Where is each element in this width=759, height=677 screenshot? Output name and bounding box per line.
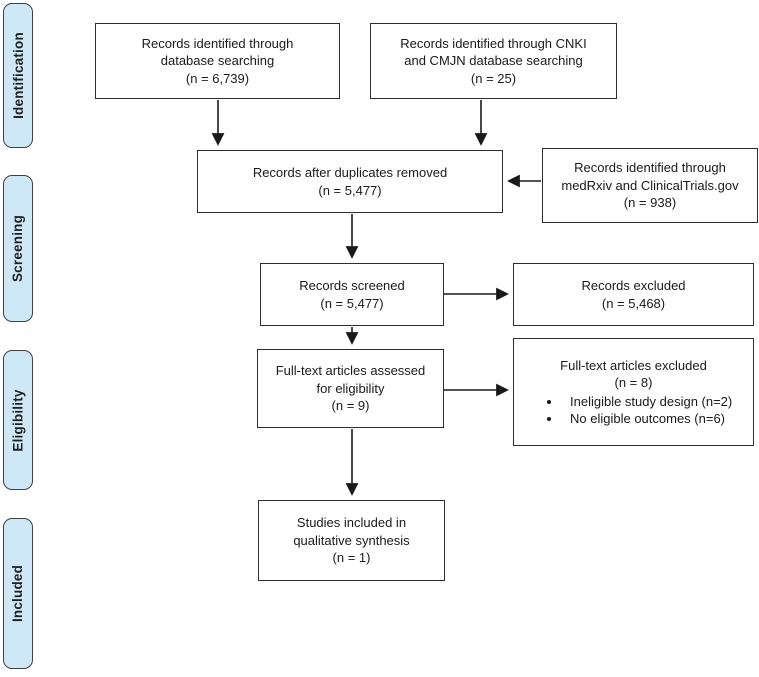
box-fulltext-assessed-text: Full-text articles assessed for eligibil… (275, 363, 426, 414)
fulltext-excluded-reason-outcomes: No eligible outcomes (n=6) (562, 410, 732, 427)
box-fulltext-assessed: Full-text articles assessed for eligibil… (257, 349, 444, 428)
stage-eligibility: Eligibility (3, 350, 33, 490)
box-records-identified-database-text: Records identified through database sear… (141, 35, 294, 86)
box-studies-included-text: Studies included in qualitative synthesi… (293, 515, 410, 566)
stage-identification: Identification (3, 3, 33, 148)
stage-included-label: Included (10, 564, 26, 623)
box-records-identified-medrxiv-text: Records identified through medRxiv and C… (561, 160, 739, 211)
box-fulltext-excluded: Full-text articles excluded (n = 8) Inel… (513, 338, 754, 446)
box-records-identified-cnki-cmjn: Records identified through CNKI and CMJN… (370, 23, 617, 99)
stage-included: Included (3, 518, 33, 669)
box-studies-included: Studies included in qualitative synthesi… (258, 500, 445, 581)
fulltext-excluded-reason-design: Ineligible study design (n=2) (562, 393, 732, 410)
box-fulltext-excluded-text: Full-text articles excluded (n = 8) (560, 357, 707, 391)
box-records-excluded: Records excluded (n = 5,468) (513, 263, 754, 326)
box-records-after-duplicates-text: Records after duplicates removed (n = 5,… (252, 165, 448, 198)
stage-identification-label: Identification (10, 32, 26, 119)
box-records-screened-text: Records screened (n = 5,477) (299, 278, 405, 311)
stage-screening-label: Screening (10, 214, 26, 283)
box-records-excluded-text: Records excluded (n = 5,468) (581, 278, 686, 311)
stage-eligibility-label: Eligibility (10, 388, 26, 452)
box-records-identified-cnki-cmjn-text: Records identified through CNKI and CMJN… (400, 35, 587, 86)
box-records-screened: Records screened (n = 5,477) (260, 263, 444, 326)
box-records-after-duplicates: Records after duplicates removed (n = 5,… (197, 150, 503, 213)
fulltext-excluded-reasons: Ineligible study design (n=2) No eligibl… (514, 393, 732, 428)
stage-screening: Screening (3, 175, 33, 322)
box-records-identified-database: Records identified through database sear… (95, 23, 340, 99)
box-records-identified-medrxiv: Records identified through medRxiv and C… (542, 148, 758, 223)
